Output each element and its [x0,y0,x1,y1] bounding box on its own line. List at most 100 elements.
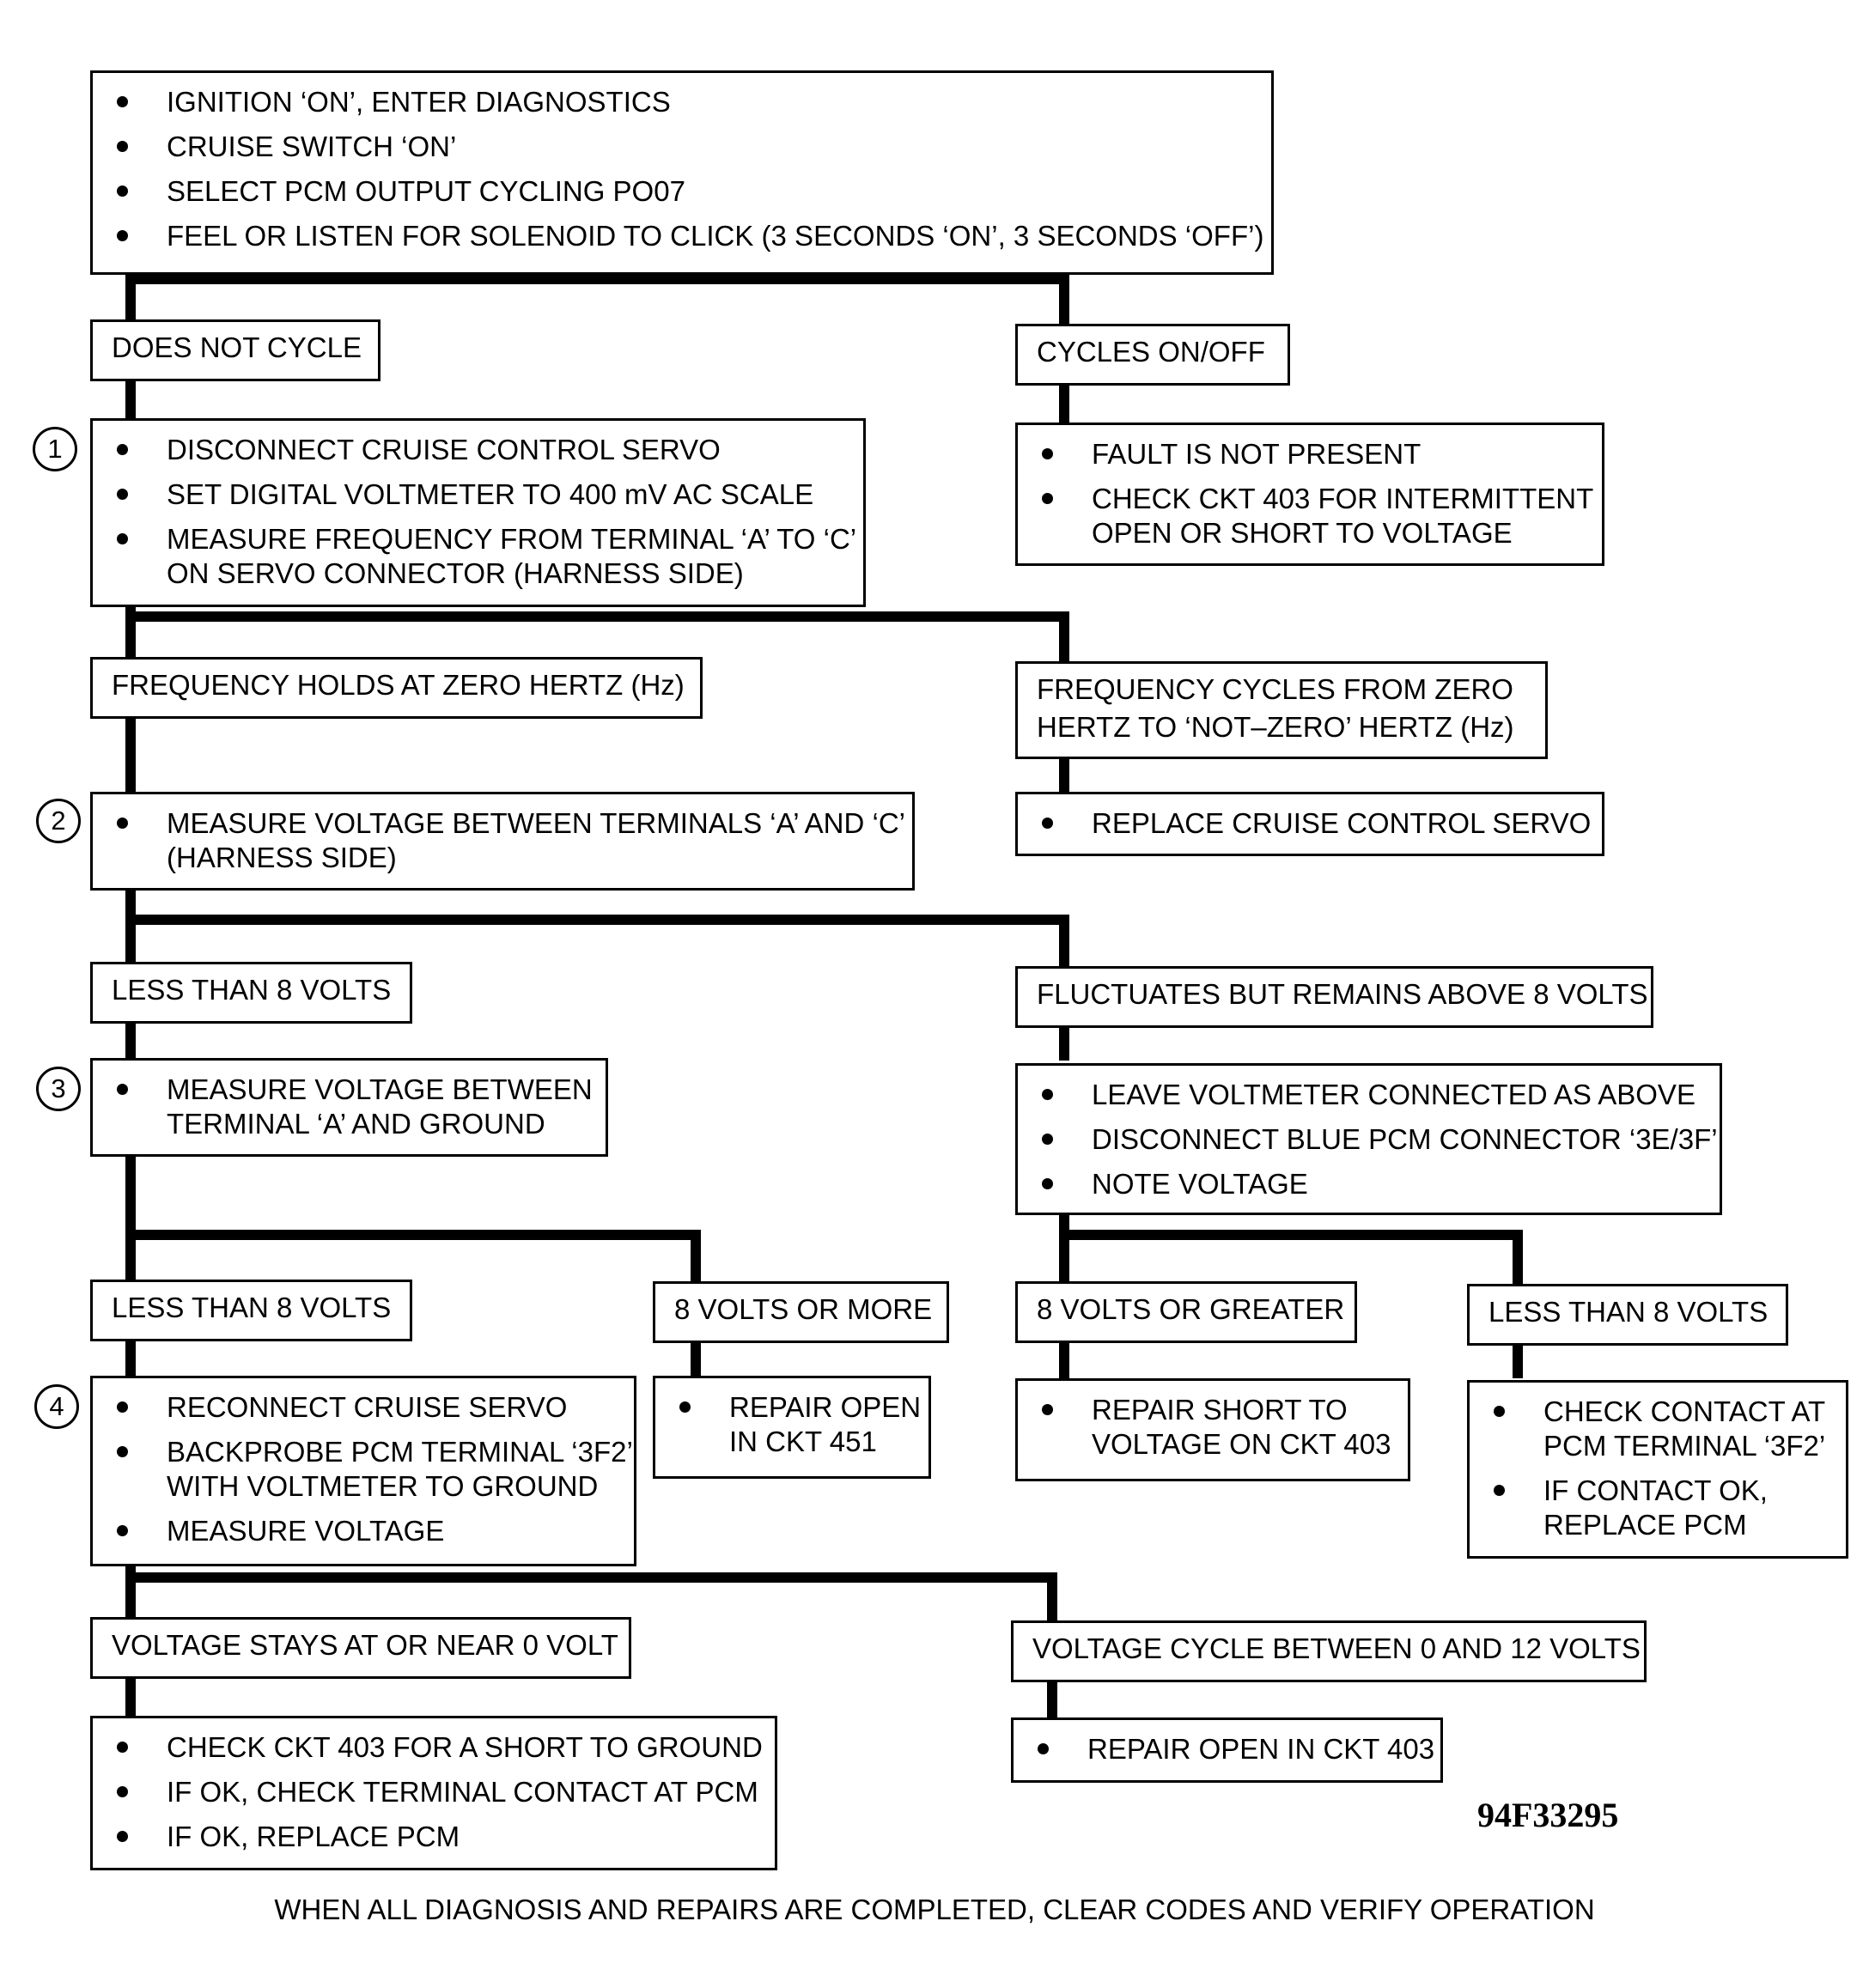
bullet-list: MEASURE VOLTAGE BETWEEN TERMINALS ‘A’ AN… [93,794,912,894]
condition-text: FLUCTUATES BUT REMAINS ABOVE 8 VOLTS [1037,978,1648,1010]
bullet-list: FAULT IS NOT PRESENT CHECK CKT 403 FOR IN… [1018,425,1602,569]
bullet-text: SELECT PCM OUTPUT CYCLING PO07 [167,175,685,207]
connector-line [125,1561,136,1619]
bullet-item: SELECT PCM OUTPUT CYCLING PO07 [110,174,1254,209]
bullet-text: CHECK CKT 403 FOR INTERMITTENT [1092,483,1594,514]
bullet-text: IF CONTACT OK, [1543,1474,1768,1506]
action-box-step4: RECONNECT CRUISE SERVO BACKPROBE PCM TERM… [90,1376,636,1566]
action-box-step1: DISCONNECT CRUISE CONTROL SERVO SET DIGIT… [90,418,866,607]
bullet-text: MEASURE VOLTAGE BETWEEN TERMINALS ‘A’ AN… [167,807,905,839]
step-number-3: 3 [36,1067,81,1111]
bullet-item: REPAIR OPEN IN CKT 403 [1031,1732,1434,1766]
condition-text: HERTZ TO ‘NOT–ZERO’ HERTZ (Hz) [1037,711,1514,743]
connector-line [1047,1578,1057,1623]
connector-line [1059,1022,1069,1061]
connector-line [125,378,136,421]
condition-box-less-8-a: LESS THAN 8 VOLTS [90,962,412,1024]
bullet-item: DISCONNECT BLUE PCM CONNECTOR ‘3E/3F’ [1035,1122,1718,1157]
bullet-list: REPAIR OPEN IN CKT 403 [1014,1720,1440,1785]
bullet-item: IF CONTACT OK,REPLACE PCM [1487,1474,1829,1542]
bullet-text: OPEN OR SHORT TO VOLTAGE [1092,517,1513,549]
bullet-text: CRUISE SWITCH ‘ON’ [167,131,457,162]
condition-box-cycles-on-off: CYCLES ON/OFF [1015,324,1290,386]
bullet-text: DISCONNECT BLUE PCM CONNECTOR ‘3E/3F’ [1092,1123,1718,1155]
condition-text: LESS THAN 8 VOLTS [112,974,392,1006]
connector-line [125,1019,136,1058]
connector-line [125,715,136,794]
condition-box-stays-zero: VOLTAGE STAYS AT OR NEAR 0 VOLT [90,1617,631,1679]
condition-text: FREQUENCY CYCLES FROM ZERO [1037,673,1513,705]
bullet-text: IN CKT 451 [729,1426,877,1457]
bullet-text: (HARNESS SIDE) [167,842,397,873]
bullet-item: IGNITION ‘ON’, ENTER DIAGNOSTICS [110,85,1254,119]
condition-box-volts-8-greater: 8 VOLTS OR GREATER [1015,1281,1357,1343]
bullet-text: MEASURE VOLTAGE [167,1515,445,1547]
bullet-item: DISCONNECT CRUISE CONTROL SERVO [110,433,846,467]
connector-line [125,1676,136,1717]
connector-line [125,1340,136,1378]
connector-line [125,601,136,660]
bullet-item: MEASURE FREQUENCY FROM TERMINAL ‘A’ TO ‘… [110,522,857,591]
action-box-fault-not-present: FAULT IS NOT PRESENT CHECK CKT 403 FOR IN… [1015,423,1604,566]
connector-line [131,1230,701,1240]
bullet-text: TERMINAL ‘A’ AND GROUND [167,1108,545,1140]
bullet-list: REPLACE CRUISE CONTROL SERVO [1018,794,1602,860]
bullet-text: REPAIR SHORT TO [1092,1394,1348,1426]
bullet-text: IF OK, CHECK TERMINAL CONTACT AT PCM [167,1776,758,1808]
connector-line [1059,279,1069,326]
bullet-item: NOTE VOLTAGE [1035,1167,1702,1201]
condition-box-freq-cycles: FREQUENCY CYCLES FROM ZERO HERTZ TO ‘NOT–… [1015,661,1548,759]
bullet-text: CHECK CKT 403 FOR A SHORT TO GROUND [167,1731,763,1763]
bullet-text: FEEL OR LISTEN FOR SOLENOID TO CLICK (3 … [167,220,1264,252]
bullet-text: MEASURE VOLTAGE BETWEEN [167,1073,593,1105]
bullet-text: DISCONNECT CRUISE CONTROL SERVO [167,434,721,465]
step-number-4: 4 [34,1384,79,1429]
bullet-list: IGNITION ‘ON’, ENTER DIAGNOSTICS CRUISE S… [93,73,1271,272]
condition-box-fluctuates: FLUCTUATES BUT REMAINS ABOVE 8 VOLTS [1015,966,1653,1028]
action-box-step2: MEASURE VOLTAGE BETWEEN TERMINALS ‘A’ AN… [90,792,915,891]
footer-note: WHEN ALL DIAGNOSIS AND REPAIRS ARE COMPL… [274,1894,1595,1925]
bullet-list: CHECK CKT 403 FOR A SHORT TO GROUND IF OK… [93,1718,775,1873]
connector-line [1513,1235,1523,1286]
condition-text: LESS THAN 8 VOLTS [112,1292,392,1323]
bullet-item: IF OK, REPLACE PCM [110,1820,758,1854]
bullet-item: MEASURE VOLTAGE [110,1514,617,1548]
connector-line [1064,1230,1523,1240]
figure-id: 94F33295 [1477,1796,1619,1834]
bullet-item: FEEL OR LISTEN FOR SOLENOID TO CLICK (3 … [110,219,1264,253]
bullet-text: REPLACE PCM [1543,1509,1747,1541]
bullet-text: PCM TERMINAL ‘3F2’ [1543,1430,1826,1462]
bullet-text: BACKPROBE PCM TERMINAL ‘3F2’ [167,1436,633,1468]
condition-box-less-8-b: LESS THAN 8 VOLTS [90,1280,412,1341]
bullet-item: RECONNECT CRUISE SERVO [110,1390,617,1425]
bullet-list: RECONNECT CRUISE SERVO BACKPROBE PCM TERM… [93,1378,634,1567]
start-instructions-box: IGNITION ‘ON’, ENTER DIAGNOSTICS CRUISE S… [90,70,1274,275]
bullet-text: SET DIGITAL VOLTMETER TO 400 mV AC SCALE [167,478,814,510]
bullet-item: CRUISE SWITCH ‘ON’ [110,130,1254,164]
bullet-text: RECONNECT CRUISE SERVO [167,1391,568,1423]
bullet-text: WITH VOLTMETER TO GROUND [167,1470,599,1502]
condition-text: VOLTAGE CYCLE BETWEEN 0 AND 12 VOLTS [1032,1632,1641,1664]
connector-line [691,1235,701,1284]
bullet-text: FAULT IS NOT PRESENT [1092,438,1422,470]
action-box-replace-servo: REPLACE CRUISE CONTROL SERVO [1015,792,1604,856]
bullet-item: REPLACE CRUISE CONTROL SERVO [1035,806,1591,841]
condition-box-volts-8-more: 8 VOLTS OR MORE [653,1281,949,1343]
bullet-text: MEASURE FREQUENCY FROM TERMINAL ‘A’ TO ‘… [167,523,857,555]
condition-text: VOLTAGE STAYS AT OR NEAR 0 VOLT [112,1629,618,1661]
connector-line [131,915,1069,925]
bullet-item: BACKPROBE PCM TERMINAL ‘3F2’WITH VOLTMET… [110,1435,633,1504]
action-box-check-short-ground: CHECK CKT 403 FOR A SHORT TO GROUND IF OK… [90,1716,777,1870]
connector-line [1059,378,1069,425]
bullet-text: IF OK, REPLACE PCM [167,1821,460,1852]
bullet-text: CHECK CONTACT AT [1543,1395,1826,1427]
